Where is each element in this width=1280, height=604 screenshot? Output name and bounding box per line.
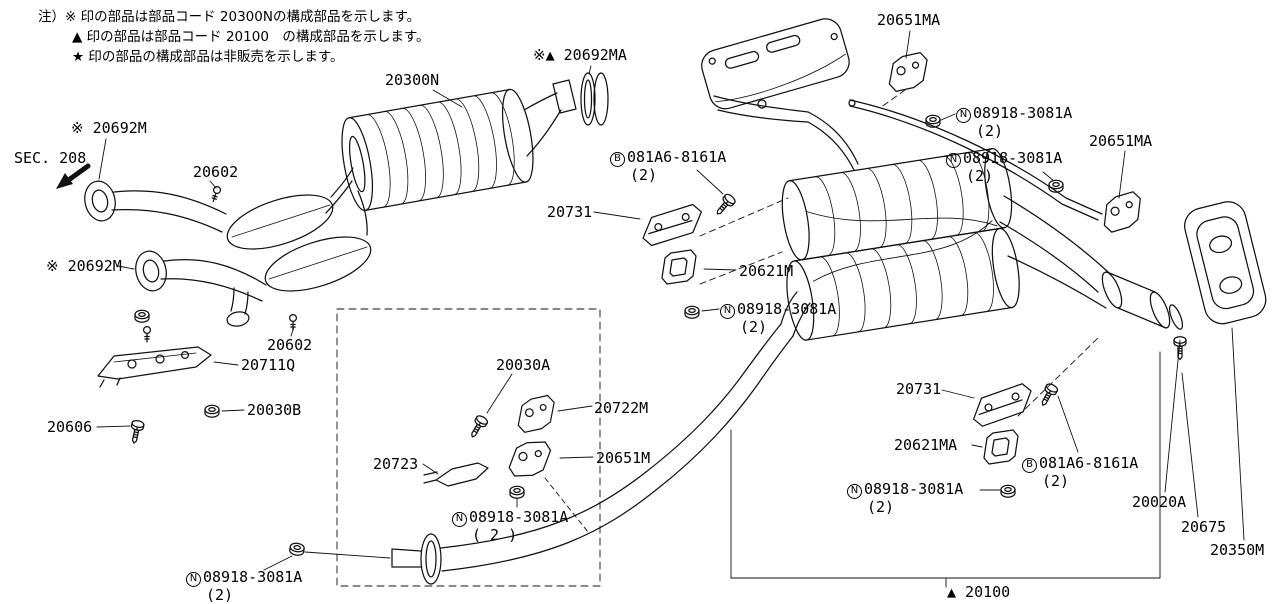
dashed-connectors xyxy=(699,89,1101,417)
legend-note-3: ★ 印の部品の構成部品は非販売を示します。 xyxy=(72,49,344,65)
part-qty: (2) xyxy=(966,167,994,185)
part-label-20731-2: 20731 xyxy=(896,380,942,398)
mount-20621MA xyxy=(983,429,1019,465)
bolt-20606 xyxy=(127,418,146,445)
part-number: 08918-3081A xyxy=(864,480,964,498)
bracket-20651MA-right xyxy=(1098,190,1146,234)
part-label-20100: ▲ 20100 xyxy=(947,583,1011,601)
part-label-20675: 20675 xyxy=(1181,518,1227,536)
part-number: 08918-3081A xyxy=(737,300,837,318)
gasket-20692M-2 xyxy=(131,247,171,295)
part-label-20602-2: 20602 xyxy=(267,336,313,354)
bracket-20722M xyxy=(514,394,558,434)
part-label-20651MA-1: 20651MA xyxy=(877,11,941,29)
bolt-081A6-top xyxy=(712,192,738,219)
part-label-20030A: 20030A xyxy=(496,356,551,374)
part-qty: (2) xyxy=(1042,472,1070,490)
bracket-20731-right xyxy=(969,382,1035,428)
part-number: 08918-3081A xyxy=(973,104,1073,122)
gasket-20692MA xyxy=(580,72,596,126)
part-number: 08918-3081A xyxy=(203,568,303,586)
part-label-20723: 20723 xyxy=(373,455,419,473)
part-qty: ( 2 ) xyxy=(472,526,518,544)
part-number: 081A6-8161A xyxy=(1039,454,1139,472)
bracket-20651M xyxy=(508,439,552,479)
part-qty: (2) xyxy=(630,166,658,184)
gasket-20692M-1 xyxy=(80,177,120,225)
clip-20723 xyxy=(435,462,489,487)
nut-20030B xyxy=(204,404,220,418)
part-label-20731-1: 20731 xyxy=(547,203,593,221)
tailpipe-finisher-20350M xyxy=(1184,201,1267,325)
mount-20621M xyxy=(661,249,697,285)
part-label-20621MA: 20621MA xyxy=(894,436,958,454)
legend-note-1: 注）※ 印の部品は部品コード 20300Nの構成部品を示します。 xyxy=(38,9,421,25)
part-number: 08918-3081A xyxy=(963,149,1063,167)
part-label-20350M: 20350M xyxy=(1210,541,1265,559)
part-label-20602-1: 20602 xyxy=(193,163,239,181)
bracket-20651MA-top xyxy=(885,51,931,93)
nut-symbol-icon: N xyxy=(720,304,735,319)
sec-208-label: SEC. 208 xyxy=(14,149,87,167)
catalytic-converter-upper xyxy=(226,194,334,250)
dashed-group-box xyxy=(336,308,601,587)
nut-symbol-icon: N xyxy=(186,572,201,587)
nut-08918-e xyxy=(1000,484,1016,498)
part-number: 08918-3081A xyxy=(469,508,569,526)
group-bracket-20100 xyxy=(730,351,1161,588)
part-label-20692MA: ※▲ 20692MA xyxy=(533,46,627,64)
part-number: 081A6-8161A xyxy=(627,148,727,166)
stud-20602-2 xyxy=(288,313,298,331)
front-muffler-assembly xyxy=(80,72,609,327)
bracket-20711Q xyxy=(97,309,212,388)
clamp-20020A xyxy=(1168,304,1184,330)
part-label-20300N: 20300N xyxy=(385,71,440,89)
bolt-20030A xyxy=(466,413,490,441)
part-label-20621M: 20621M xyxy=(739,262,794,280)
nut-symbol-icon: N xyxy=(956,108,971,123)
part-qty: (2) xyxy=(976,122,1004,140)
bolt-symbol-icon: B xyxy=(1022,458,1037,473)
nut-08918-f xyxy=(288,541,306,557)
sec-208-arrow xyxy=(56,163,91,189)
part-qty: (2) xyxy=(206,586,234,604)
part-label-20651MA-2: 20651MA xyxy=(1089,132,1153,150)
bracket-20731-left xyxy=(640,203,705,247)
part-label-20692M-2: ※ 20692M xyxy=(46,257,122,275)
part-label-20692M-1: ※ 20692M xyxy=(71,119,147,137)
rear-muffler-assembly xyxy=(713,95,1187,361)
nut-symbol-icon: N xyxy=(946,153,961,168)
bolt-symbol-icon: B xyxy=(610,152,625,167)
part-label-20020A: 20020A xyxy=(1132,493,1187,511)
leader-lines xyxy=(96,30,1245,541)
center-exhaust-pipe xyxy=(263,323,794,585)
part-label-20711Q: 20711Q xyxy=(241,356,296,374)
nut-08918-d xyxy=(509,485,525,499)
part-label-20722M: 20722M xyxy=(594,399,649,417)
catalytic-converter-lower xyxy=(264,236,372,292)
hanger-bracket-cluster-center xyxy=(423,394,589,533)
legend-note-2: ▲ 印の部品は部品コード 20100 の構成部品を示します。 xyxy=(72,29,430,45)
nut-symbol-icon: N xyxy=(847,484,862,499)
part-qty: (2) xyxy=(740,318,768,336)
part-label-20651M: 20651M xyxy=(596,449,651,467)
nut-08918-c xyxy=(684,305,700,319)
part-label-20030B: 20030B xyxy=(247,401,302,419)
nut-symbol-icon: N xyxy=(452,512,467,527)
part-label-20606: 20606 xyxy=(47,418,93,436)
part-qty: (2) xyxy=(867,498,895,516)
